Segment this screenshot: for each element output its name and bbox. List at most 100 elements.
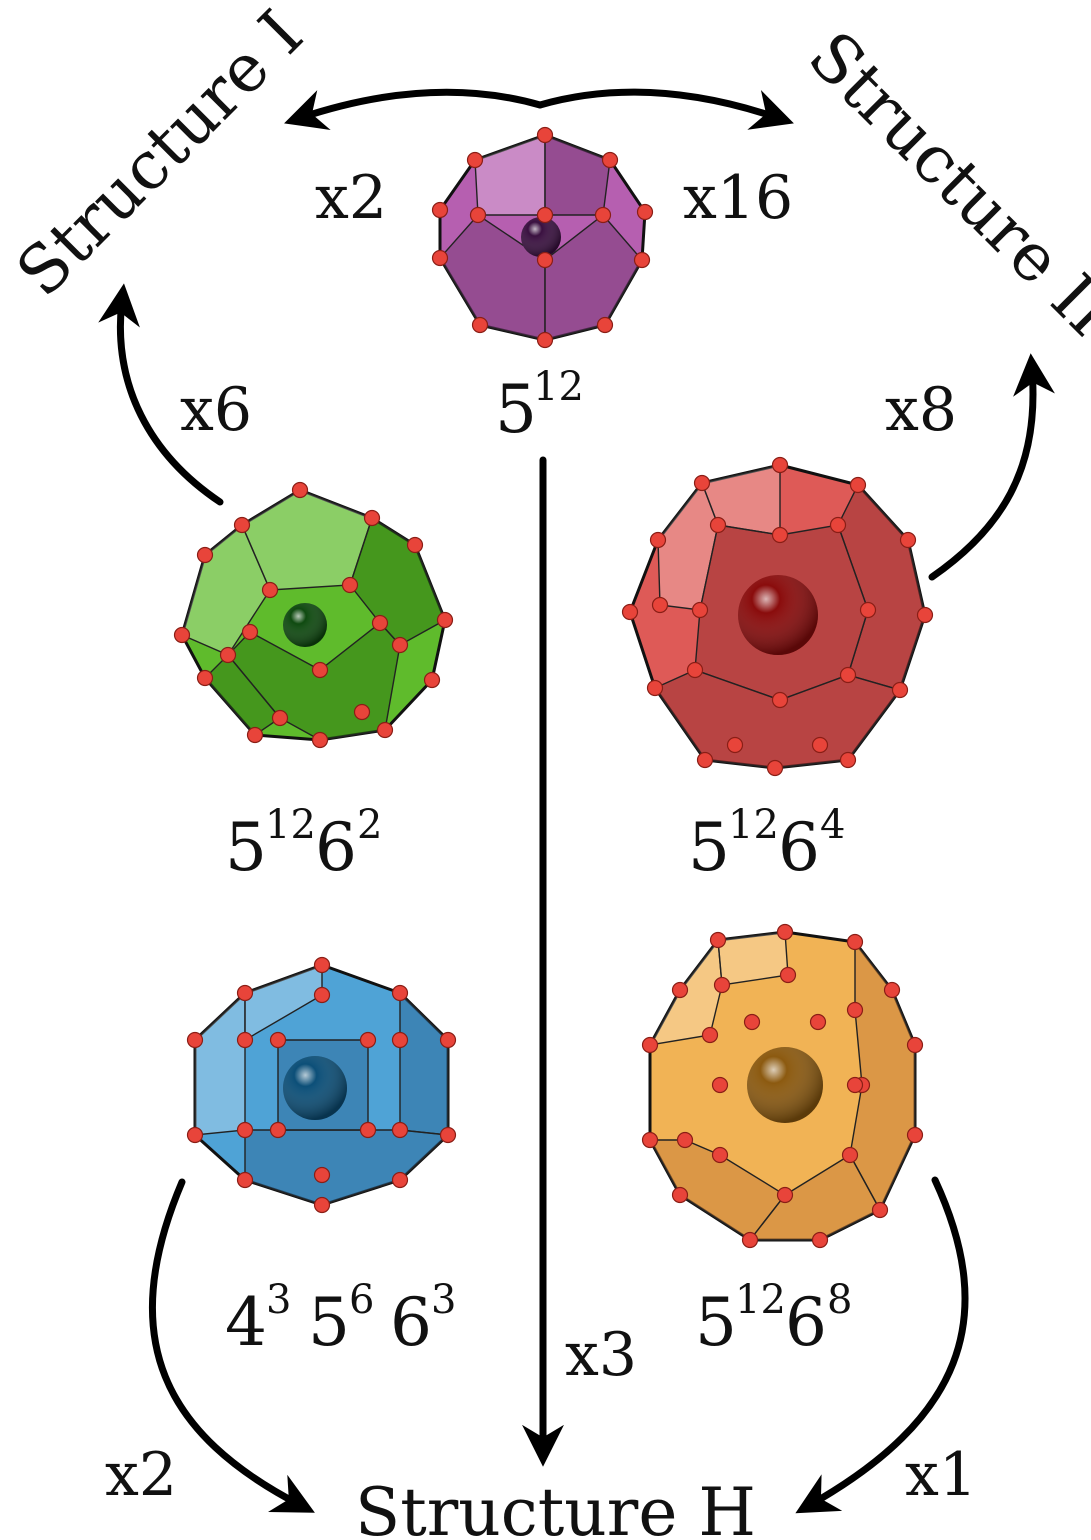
vertex-dot <box>246 726 264 744</box>
vertex-dot <box>391 984 409 1002</box>
svg-text:12: 12 <box>533 364 584 410</box>
vertex-dot <box>269 1121 287 1139</box>
svg-text:12: 12 <box>265 802 316 848</box>
vertex-dot <box>711 1076 729 1094</box>
vertex-dot <box>839 751 857 769</box>
svg-text:4: 4 <box>225 1284 267 1361</box>
vertex-dot <box>313 1196 331 1214</box>
vertex-dot <box>621 603 639 621</box>
count-51264-structure-ii: x8 <box>885 375 957 445</box>
vertex-dot <box>596 316 614 334</box>
vertex-dot <box>391 1031 409 1049</box>
svg-text:6: 6 <box>315 809 357 886</box>
vertex-dot <box>391 636 409 654</box>
vertex-dot <box>536 251 554 269</box>
vertex-dot <box>709 516 727 534</box>
svg-text:5: 5 <box>688 809 730 886</box>
vertex-dot <box>196 669 214 687</box>
structure-h-label: Structure H <box>355 1474 756 1540</box>
vertex-dot <box>269 1031 287 1049</box>
arrow-51264-to-structure-ii <box>928 353 1055 581</box>
vertex-dot <box>431 201 449 219</box>
label-512: 5 12 <box>495 364 584 448</box>
vertex-dot <box>771 691 789 709</box>
vertex-dot <box>899 531 917 549</box>
vertex-dot <box>353 703 371 721</box>
vertex-dot <box>849 476 867 494</box>
arrow-512-to-structure-i <box>284 88 544 130</box>
vertex-dot <box>841 1146 859 1164</box>
vertex-dot <box>883 981 901 999</box>
vertex-dot <box>536 206 554 224</box>
vertex-dot <box>261 581 279 599</box>
cage-512-icon <box>431 126 654 349</box>
svg-text:2: 2 <box>357 802 382 848</box>
vertex-dot <box>651 596 669 614</box>
vertex-dot <box>471 316 489 334</box>
svg-text:3: 3 <box>431 1277 456 1323</box>
vertex-dot <box>891 681 909 699</box>
svg-text:5: 5 <box>695 1284 737 1361</box>
vertex-dot <box>809 1013 827 1031</box>
vertex-dot <box>641 1036 659 1054</box>
vertex-dot <box>686 661 704 679</box>
vertex-dot <box>916 606 934 624</box>
vertex-dot <box>469 206 487 224</box>
vertex-dot <box>241 623 259 641</box>
count-512-structure-ii: x16 <box>683 163 793 233</box>
vertex-dot <box>311 731 329 749</box>
vertex-dot <box>829 516 847 534</box>
svg-text:6: 6 <box>785 1284 827 1361</box>
vertex-dot <box>671 1186 689 1204</box>
vertex-dot <box>236 1121 254 1139</box>
vertex-dot <box>439 1031 457 1049</box>
vertex-dot <box>711 1146 729 1164</box>
vertex-dot <box>341 576 359 594</box>
count-512-structure-h: x3 <box>565 1320 637 1390</box>
vertex-dot <box>771 526 789 544</box>
vertex-dot <box>431 249 449 267</box>
vertex-dot <box>236 1171 254 1189</box>
vertex-dot <box>846 933 864 951</box>
vertex-dot <box>406 536 424 554</box>
cage-51264-icon <box>621 456 934 777</box>
vertex-dot <box>709 931 727 949</box>
vertex-dot <box>173 626 191 644</box>
vertex-dot <box>363 509 381 527</box>
vertex-dot <box>371 614 389 632</box>
vertex-dot <box>291 481 309 499</box>
svg-text:5: 5 <box>495 371 537 448</box>
vertex-dot <box>391 1171 409 1189</box>
svg-text:12: 12 <box>735 1277 786 1323</box>
structure-i-label: Structure I <box>2 0 318 311</box>
vertex-dot <box>743 1013 761 1031</box>
label-51262: 5 12 6 2 <box>225 802 382 886</box>
vertex-dot <box>236 1031 254 1049</box>
vertex-dot <box>741 1231 759 1249</box>
vertex-dot <box>696 751 714 769</box>
label-51264: 5 12 6 4 <box>688 802 845 886</box>
vertex-dot <box>601 151 619 169</box>
cage-51262-icon <box>173 481 454 749</box>
vertex-dot <box>436 611 454 629</box>
count-51268-structure-h: x1 <box>905 1440 977 1510</box>
vertex-dot <box>636 203 654 221</box>
arrow-51268-to-structure-h <box>795 1176 969 1514</box>
vertex-dot <box>726 736 744 754</box>
vertex-dot <box>186 1031 204 1049</box>
svg-text:5: 5 <box>308 1284 350 1361</box>
vertex-dot <box>859 601 877 619</box>
vertex-dot <box>671 981 689 999</box>
vertex-dot <box>423 671 441 689</box>
count-51262-structure-i: x6 <box>180 375 252 445</box>
vertex-dot <box>633 251 651 269</box>
svg-text:4: 4 <box>820 802 845 848</box>
vertex-dot <box>776 923 794 941</box>
vertex-dot <box>466 151 484 169</box>
arrow-512-to-structure-ii <box>536 88 794 130</box>
vertex-dot <box>779 966 797 984</box>
vertex-dot <box>776 1186 794 1204</box>
vertex-dot <box>439 1126 457 1144</box>
svg-text:6: 6 <box>778 809 820 886</box>
